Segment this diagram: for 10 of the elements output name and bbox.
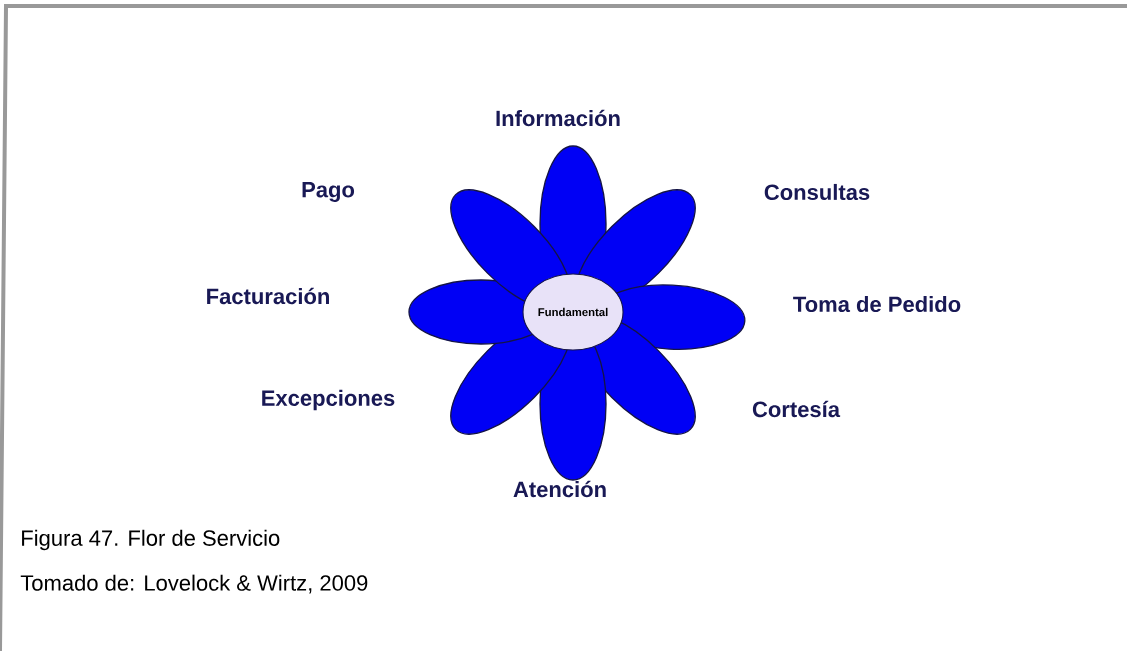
- petal-label: Atención: [513, 480, 606, 498]
- petal-label: Pago: [302, 182, 355, 202]
- caption: Figura 47. Flor de Servicio: [22, 529, 280, 551]
- petal-label: Excepciones: [262, 389, 395, 411]
- petal-label: Facturación: [207, 287, 329, 305]
- petal-label: Consultas: [764, 183, 870, 201]
- petal-label: Cortesía: [752, 400, 841, 418]
- source-note: Tomado de: Lovelock & Wirtz, 2009: [20, 574, 368, 594]
- petal-label: Información: [496, 109, 620, 127]
- petal-label: Toma de Pedido: [793, 295, 961, 313]
